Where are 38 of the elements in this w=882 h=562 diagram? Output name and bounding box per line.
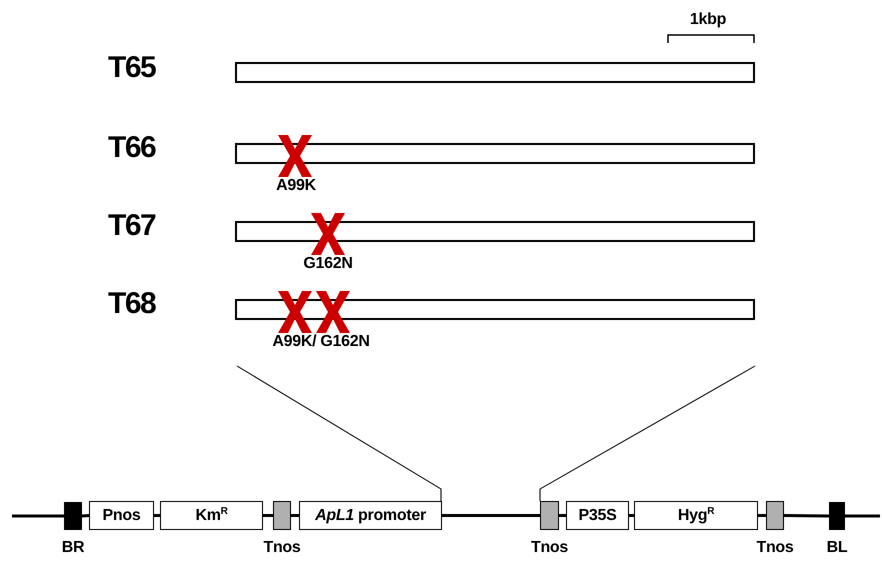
backbone-line	[629, 514, 634, 517]
terminator-block	[766, 501, 784, 530]
backbone-line	[845, 514, 880, 518]
backbone-line	[263, 514, 273, 517]
line-name: T66	[108, 133, 156, 163]
construct-bar	[235, 143, 755, 164]
mutation-label: A99K	[276, 178, 316, 194]
construct-bar	[235, 62, 755, 83]
line-name: T67	[108, 211, 156, 241]
gene-element-box: P35S	[566, 501, 629, 530]
construct-bar	[235, 221, 755, 242]
border-sequence-block	[829, 502, 845, 530]
backbone-line	[12, 514, 64, 518]
backbone-line	[758, 514, 766, 517]
mutation-label: G162N	[303, 256, 353, 272]
backbone-line	[442, 514, 540, 517]
backbone-line	[82, 514, 90, 518]
element-label: BL	[826, 540, 848, 556]
border-sequence-block	[64, 502, 82, 530]
gene-element-box: ApL1 promoter	[299, 501, 442, 530]
element-label: BR	[62, 540, 84, 556]
backbone-line	[154, 514, 160, 517]
backbone-line	[291, 514, 299, 517]
gene-element-box: Km$^{R}$	[160, 501, 263, 530]
gene-element-box: Hyg$^{R}$	[634, 501, 758, 530]
element-label: Tnos	[756, 540, 794, 556]
element-label: Tnos	[263, 540, 301, 556]
terminator-block	[540, 501, 559, 530]
gene-element-box: Pnos	[89, 501, 154, 530]
terminator-block	[273, 501, 291, 530]
element-label: Tnos	[530, 540, 568, 556]
line-name: T68	[108, 289, 156, 319]
backbone-line	[784, 514, 830, 518]
construct-bar	[235, 299, 755, 320]
line-name: T65	[108, 53, 156, 83]
mutation-label: A99K/ G162N	[272, 334, 370, 350]
backbone-line	[559, 514, 566, 517]
scale-label: 1kbp	[690, 12, 726, 28]
